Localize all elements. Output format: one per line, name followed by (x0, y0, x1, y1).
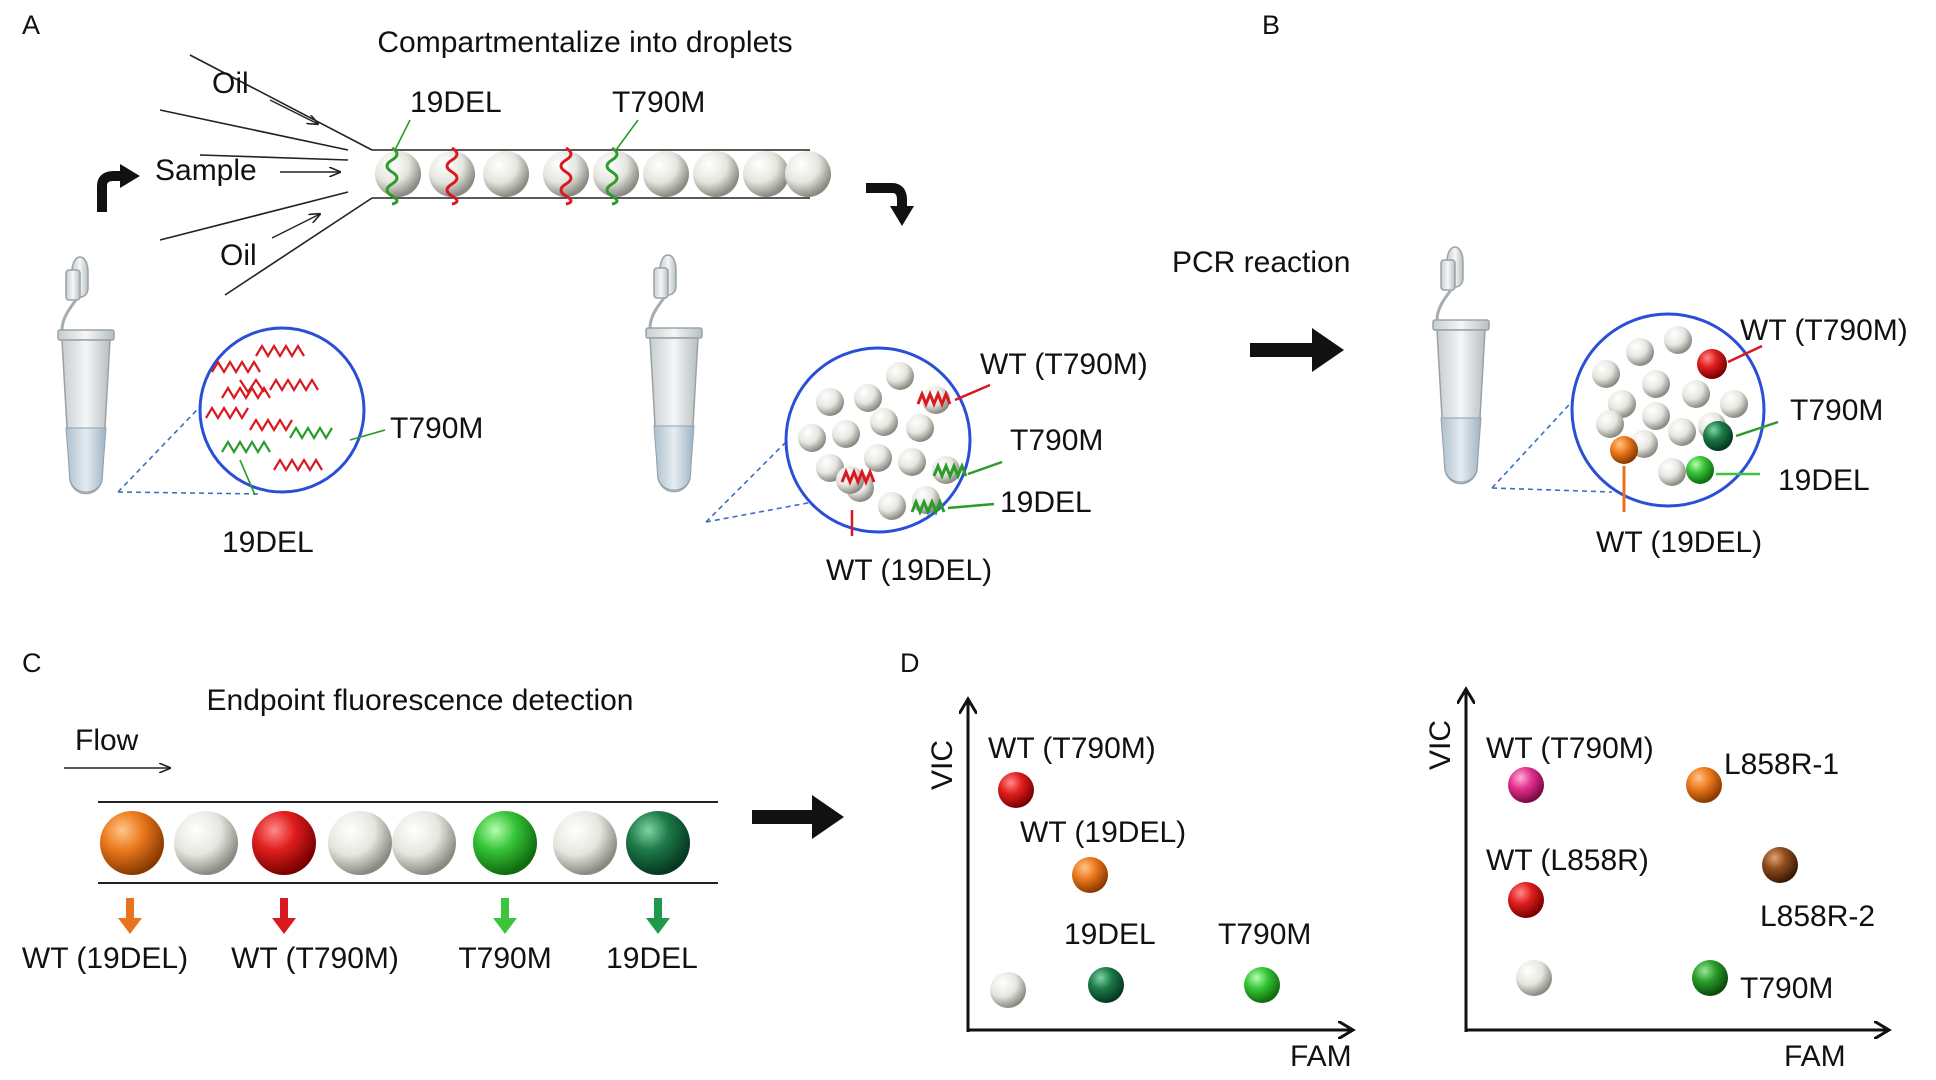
cluster-wt-19del (1072, 857, 1108, 893)
pcr-arrow (1250, 328, 1344, 372)
plot2-label-l858r-2: L858R-2 (1760, 900, 1875, 933)
plot2-label-wt-t790m: WT (T790M) (1486, 732, 1654, 765)
sample-tube-2 (644, 253, 704, 493)
channel-label-t790m: T790M (612, 86, 705, 119)
zoom1-label-t790m: T790M (390, 412, 483, 445)
zoom-circle-pcr (1570, 312, 1766, 508)
droplet-white (392, 811, 456, 875)
cluster-wt-t790m (998, 772, 1034, 808)
droplet-dark-green (626, 811, 690, 875)
curved-arrow-down (866, 183, 907, 208)
plot1-label-wt-t790m: WT (T790M) (988, 732, 1156, 765)
oil-top-label: Oil (212, 67, 249, 100)
scatter-plot-2: VIC FAM WT (T790M) L858R-1 WT (L858R) L8… (1424, 690, 1888, 1073)
sample-tube-1 (56, 255, 116, 495)
droplet-red (252, 811, 316, 875)
panel-b: B PCR reaction (1172, 10, 1908, 559)
detection-droplets (100, 811, 690, 875)
zoom-circle-dna (198, 326, 366, 494)
plot1-x-axis: FAM (1290, 1040, 1352, 1073)
plot2-label-l858r-1: L858R-1 (1724, 748, 1839, 781)
panel-a-letter: A (22, 10, 40, 40)
droplet-orange (100, 811, 164, 875)
detect-label-wt-19del: WT (19DEL) (22, 942, 188, 975)
panel-b-letter: B (1262, 10, 1280, 40)
droplet-white (553, 811, 617, 875)
oil-bottom-label: Oil (220, 239, 257, 272)
scatter-plot-1: VIC FAM WT (T790M) WT (19DEL) 19DEL T790… (926, 700, 1352, 1073)
cluster-negative (990, 972, 1026, 1008)
pcr-label-wt-t790m: WT (T790M) (1740, 314, 1908, 347)
cluster-t790m (1244, 967, 1280, 1003)
plot2-x-axis: FAM (1784, 1040, 1846, 1073)
panel-c-letter: C (22, 648, 42, 678)
detection-arrows (118, 898, 670, 934)
flow-arrows (269, 99, 340, 239)
cluster-l858r-1 (1686, 767, 1722, 803)
zoom2-label-19del: 19DEL (1000, 486, 1092, 519)
zoom-circle-droplets (784, 346, 972, 534)
detect-label-19del: 19DEL (606, 942, 698, 975)
sample-tube-3 (1431, 245, 1491, 485)
cluster-wt-l858r (1508, 882, 1544, 918)
zoom2-label-t790m: T790M (1010, 424, 1103, 457)
panel-d: D VIC FAM WT (T790M) WT (19DEL) 19DEL T7… (900, 648, 1888, 1073)
sample-label: Sample (155, 154, 257, 187)
panel-c-title: Endpoint fluorescence detection (207, 684, 634, 717)
droplet-light-green (473, 811, 537, 875)
channel-droplets (375, 146, 831, 206)
microfluidic-junction (159, 54, 810, 296)
detect-label-wt-t790m: WT (T790M) (231, 942, 399, 975)
cluster-wt-t790m (1508, 767, 1544, 803)
plot2-y-axis: VIC (1424, 720, 1457, 770)
detect-label-t790m: T790M (458, 942, 551, 975)
detection-arrow (752, 795, 844, 839)
plot1-label-t790m: T790M (1218, 918, 1311, 951)
cluster-t790m (1692, 960, 1728, 996)
curved-arrow-up (97, 171, 124, 212)
pcr-reaction-label: PCR reaction (1172, 246, 1350, 279)
zoom1-label-19del: 19DEL (222, 526, 314, 559)
plot2-label-wt-l858r: WT (L858R) (1486, 844, 1649, 877)
flow-label: Flow (75, 724, 139, 757)
pcr-label-wt-19del: WT (19DEL) (1596, 526, 1762, 559)
pcr-label-t790m: T790M (1790, 394, 1883, 427)
channel-label-19del: 19DEL (410, 86, 502, 119)
plot1-label-19del: 19DEL (1064, 918, 1156, 951)
zoom2-label-wt-19del: WT (19DEL) (826, 554, 992, 587)
cluster-19del (1088, 967, 1124, 1003)
plot1-label-wt-19del: WT (19DEL) (1020, 816, 1186, 849)
cluster-negative (1516, 960, 1552, 996)
panel-a: A Compartmentalize into droplets Oil Sam… (22, 10, 1148, 587)
plot2-label-t790m: T790M (1740, 972, 1833, 1005)
panel-a-title: Compartmentalize into droplets (377, 26, 792, 59)
pcr-label-19del: 19DEL (1778, 464, 1870, 497)
panel-c: C Endpoint fluorescence detection Flow W… (22, 648, 844, 975)
droplet-white (174, 811, 238, 875)
plot1-y-axis: VIC (926, 740, 959, 790)
panel-d-letter: D (900, 648, 920, 678)
droplet-white (328, 811, 392, 875)
cluster-l858r-2 (1762, 847, 1798, 883)
zoom2-label-wt-t790m: WT (T790M) (980, 348, 1148, 381)
